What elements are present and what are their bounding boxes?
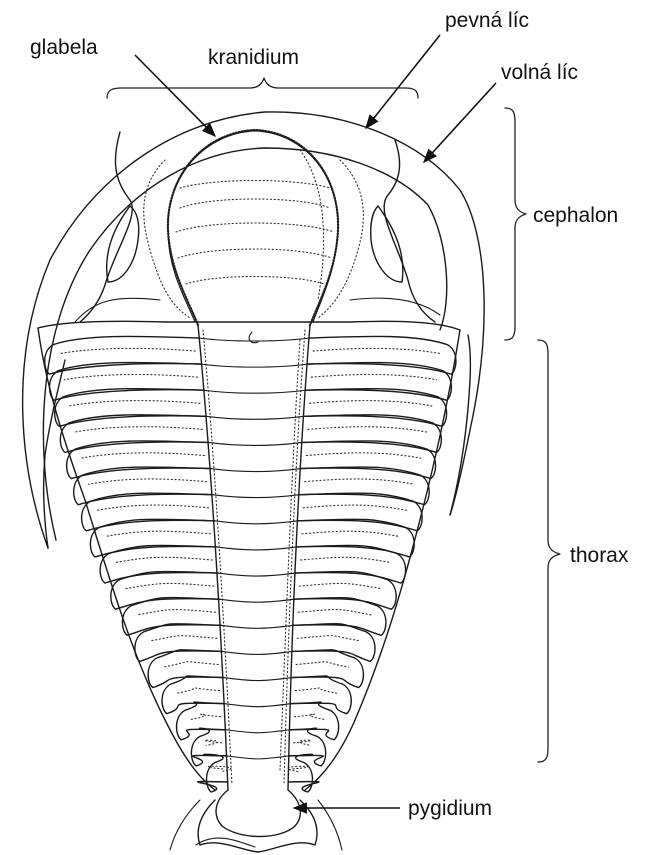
thorax-drawing <box>38 325 460 792</box>
thorax-pleura-right <box>290 676 351 714</box>
pleural-furrow-left <box>177 688 220 693</box>
pleural-furrow-right <box>311 375 436 380</box>
pleural-furrow-left <box>88 479 206 484</box>
pleural-furrow-right <box>302 531 400 536</box>
thorax-axial-ring <box>225 704 291 707</box>
pleural-furrow-left <box>64 375 197 380</box>
thorax-axial-ring <box>215 521 298 524</box>
thorax-pleura-left <box>74 467 213 505</box>
pleural-furrow-left <box>105 531 210 536</box>
thorax-brace <box>538 340 560 762</box>
left-eye <box>107 206 139 282</box>
label-pevna-lic: pevná líc <box>445 9 529 32</box>
label-glabela: glabela <box>30 36 98 59</box>
thorax-pleura-right <box>295 545 405 583</box>
thorax-pleura-left <box>90 519 216 557</box>
pleural-furrow-left <box>81 453 204 458</box>
pleural-furrow-left <box>75 427 202 432</box>
thorax-axial-ring <box>223 678 291 681</box>
facial-suture-left <box>80 132 132 322</box>
pleural-furrow-right <box>310 401 432 406</box>
pleural-furrow-right <box>295 688 336 693</box>
pleural-furrow-left <box>150 636 217 641</box>
axis-right <box>288 325 310 790</box>
thorax-axial-ring <box>220 599 295 602</box>
kranidium-brace <box>107 78 418 98</box>
label-thorax: thorax <box>570 544 629 567</box>
thorax-axial-ring <box>199 338 309 341</box>
thorax-axial-ring <box>206 416 304 419</box>
thorax-axial-ring <box>213 495 300 498</box>
glabella-drawing <box>168 130 338 343</box>
pleural-furrow-right <box>308 427 427 432</box>
thorax-axial-ring <box>221 625 293 628</box>
pleural-furrow-left <box>69 401 199 406</box>
cephalon-drawing <box>23 112 484 548</box>
thorax-pleura-right <box>298 493 422 531</box>
pleural-furrow-left <box>191 714 220 719</box>
cephalon-outer-margin <box>23 112 484 548</box>
thorax-axial-ring <box>222 651 292 654</box>
pleural-furrow-left <box>205 740 222 745</box>
thorax-pleura-right <box>290 702 339 740</box>
pleural-furrow-left <box>163 662 218 667</box>
pleural-furrow-right <box>299 583 381 588</box>
thorax-pleura-left <box>82 493 215 531</box>
pleural-furrow-right <box>301 557 391 562</box>
pleural-furrow-left <box>115 557 212 562</box>
thorax-pleura-left <box>122 598 221 636</box>
label-kranidium: kranidium <box>208 46 299 69</box>
pleural-furrow-right <box>313 348 441 353</box>
pygidium-drawing <box>170 790 342 852</box>
thorax-pleura-right <box>299 467 429 505</box>
thorax-axial-ring <box>204 390 306 393</box>
label-volna-lic: volná líc <box>501 61 578 84</box>
pleural-furrow-right <box>305 479 415 484</box>
thorax-axial-ring <box>218 573 295 576</box>
thorax-pleura-right <box>291 650 363 688</box>
thorax-pleura-right <box>289 728 326 766</box>
thorax-axial-ring <box>208 442 302 445</box>
thorax-axial-ring <box>226 730 290 733</box>
pleural-furrow-left <box>59 348 195 353</box>
pleural-furrow-right <box>288 766 308 771</box>
glabela-arrow <box>135 55 215 136</box>
pleural-furrow-right <box>306 453 421 458</box>
pevna-lic-arrow <box>366 35 440 128</box>
pleural-furrow-right <box>297 636 360 641</box>
pleural-furrow-left <box>96 505 208 510</box>
thorax-axial-ring <box>202 364 308 367</box>
pygidium-outline <box>216 790 300 837</box>
thorax-pleura-left <box>100 545 218 583</box>
facial-suture-right <box>384 140 435 322</box>
pleural-furrow-right <box>294 714 323 719</box>
thorax-axial-ring <box>216 547 296 550</box>
label-cephalon: cephalon <box>533 204 618 227</box>
pleural-furrow-left <box>137 610 215 615</box>
thorax-pleura-left <box>111 571 220 609</box>
thorax-pleura-right <box>288 754 319 792</box>
volna-lic-arrow <box>424 83 496 162</box>
thorax-pleura-left <box>135 624 222 662</box>
thorax-pleura-left <box>162 676 225 714</box>
thorax-pleura-left <box>177 702 226 740</box>
pleural-furrow-left <box>126 583 214 588</box>
thorax-pleura-right <box>297 519 415 557</box>
thorax-axial-ring <box>211 469 301 472</box>
pleural-furrow-right <box>296 662 349 667</box>
thorax-pleura-right <box>294 571 396 609</box>
right-eye <box>371 206 403 282</box>
thorax-axial-ring <box>227 756 289 759</box>
cephalon-brace <box>505 108 526 340</box>
pleural-furrow-right <box>298 610 371 615</box>
posterior-border <box>38 321 460 330</box>
pleural-furrow-right <box>303 505 407 510</box>
axis-left <box>198 325 228 790</box>
label-pygidium: pygidium <box>408 797 492 820</box>
pleural-furrow-right <box>294 740 311 745</box>
cephalon-inner-margin <box>43 148 446 540</box>
thorax-pleura-left <box>198 754 228 792</box>
thorax-pleura-left <box>148 650 223 688</box>
